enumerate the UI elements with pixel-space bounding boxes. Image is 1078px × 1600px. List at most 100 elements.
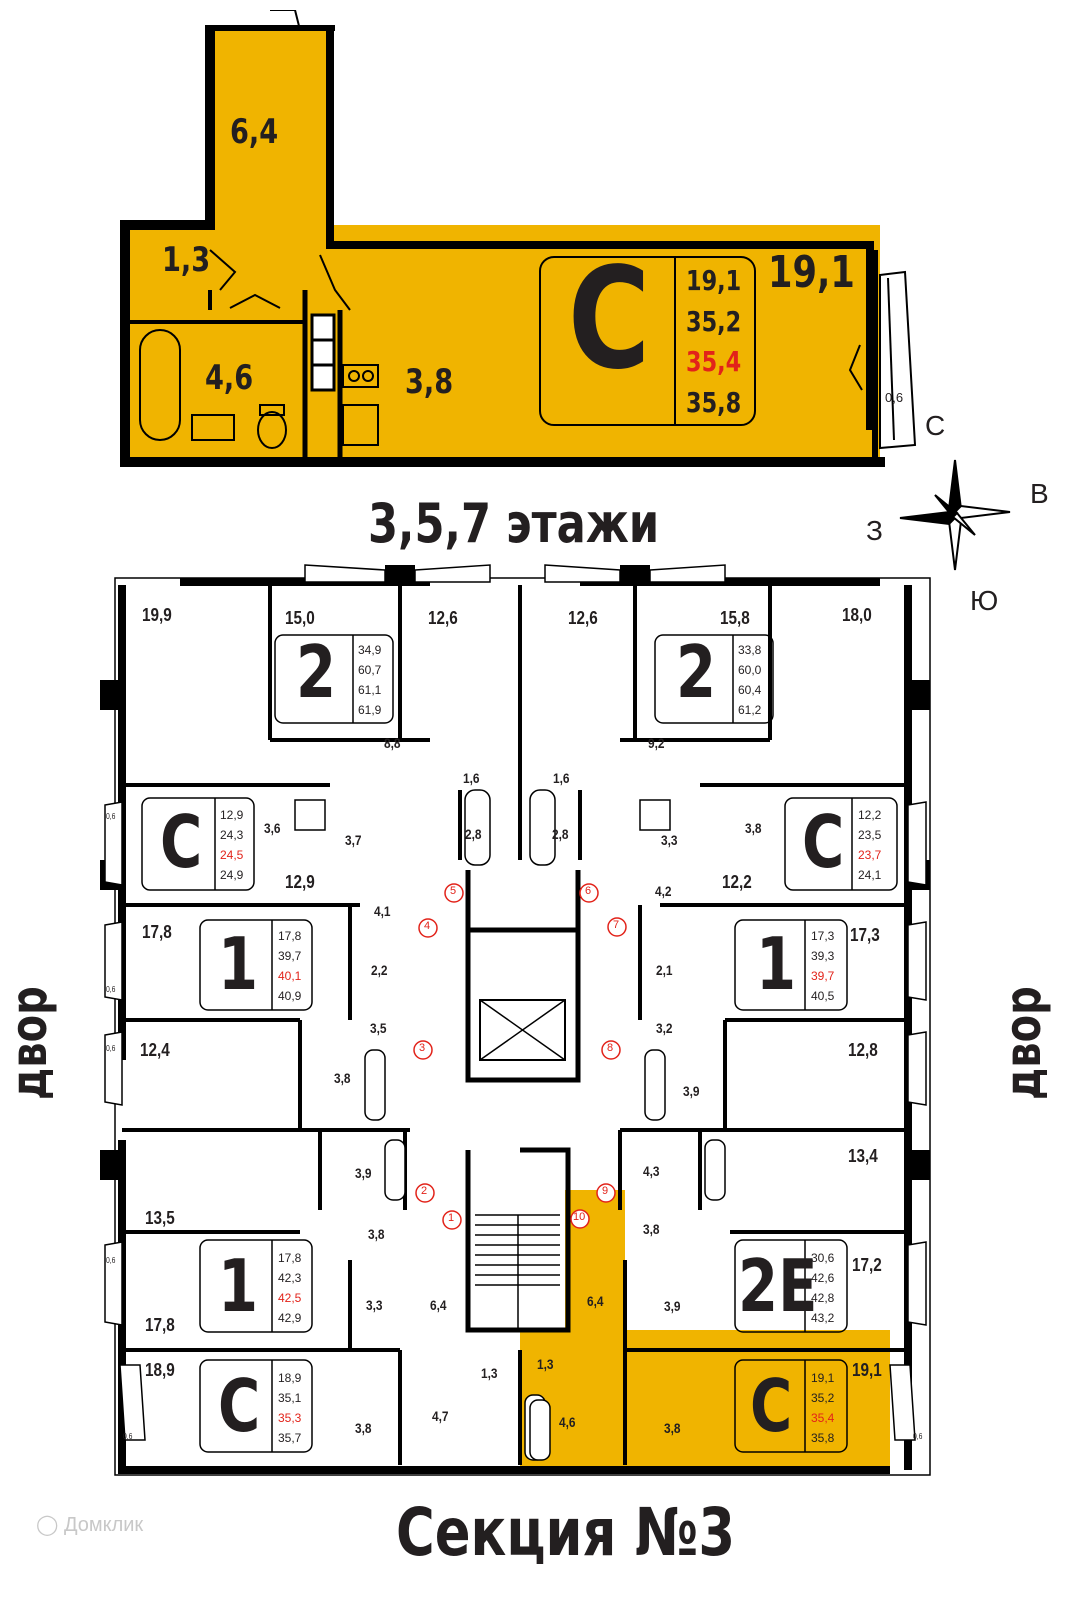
section-title: Секция №3 bbox=[396, 1494, 736, 1571]
top-room-4-6: 4,6 bbox=[205, 358, 254, 398]
door-marker-2: 2 bbox=[421, 1185, 428, 1197]
door-marker-5: 5 bbox=[450, 885, 457, 897]
staircase bbox=[475, 1214, 560, 1330]
sanitary-fixtures bbox=[294, 789, 726, 1461]
plan-balcony: 0,6 bbox=[913, 1432, 923, 1441]
unit-area: 12,9 bbox=[220, 808, 244, 822]
section-floor-plan bbox=[100, 564, 931, 1476]
unit-type: 2 bbox=[676, 630, 717, 714]
plan-room: 13,4 bbox=[848, 1146, 878, 1166]
legend-box bbox=[539, 256, 756, 426]
door-marker-6: 6 bbox=[585, 885, 592, 897]
unit-type: 1 bbox=[218, 922, 259, 1006]
highlighted-unit bbox=[520, 1190, 890, 1466]
door-marker-1: 1 bbox=[448, 1212, 455, 1224]
plan-room: 4,2 bbox=[655, 883, 672, 899]
plan-room: 6,4 bbox=[430, 1297, 447, 1313]
unit-area: 61,1 bbox=[358, 683, 382, 697]
balcony bbox=[879, 270, 917, 450]
plan-room: 13,5 bbox=[145, 1208, 175, 1228]
plan-room: 3,3 bbox=[366, 1297, 383, 1313]
unit-area: 35,7 bbox=[278, 1431, 302, 1445]
plan-room: 3,9 bbox=[664, 1298, 681, 1314]
plan-room: 3,8 bbox=[745, 820, 762, 836]
unit-type: 1 bbox=[756, 922, 797, 1006]
plan-balcony: 0,6 bbox=[106, 1044, 116, 1053]
plan-room: 12,4 bbox=[140, 1040, 170, 1060]
plan-room: 3,8 bbox=[334, 1070, 351, 1086]
unit-area: 35,4 bbox=[811, 1411, 835, 1425]
unit-type: С bbox=[802, 800, 845, 884]
unit-area: 61,2 bbox=[738, 703, 762, 717]
plan-room: 4,3 bbox=[643, 1163, 660, 1179]
door-marker-8: 8 bbox=[607, 1042, 614, 1054]
plan-room: 12,6 bbox=[568, 608, 598, 628]
unit-legend-boxes bbox=[141, 634, 898, 1453]
unit-type: 2 bbox=[296, 630, 337, 714]
top-unit-type: С bbox=[568, 238, 651, 401]
door-marker-7: 7 bbox=[613, 919, 620, 931]
building-core bbox=[465, 870, 581, 1333]
top-room-19-1: 19,1 bbox=[768, 247, 855, 298]
bath-fixtures bbox=[139, 329, 379, 449]
plan-room: 3,7 bbox=[345, 832, 362, 848]
plan-room: 2,2 bbox=[371, 962, 388, 978]
unit-area: 12,2 bbox=[858, 808, 882, 822]
door-markers bbox=[413, 883, 627, 1230]
unit-areas: 17,8 42,3 42,5 42,9 bbox=[278, 1248, 301, 1328]
plan-room: 1,6 bbox=[553, 770, 570, 786]
unit-area: 24,5 bbox=[220, 848, 244, 862]
top-unit-plan bbox=[120, 10, 917, 467]
unit-area: 39,3 bbox=[811, 949, 835, 963]
top-area-full: 35,8 bbox=[686, 386, 742, 419]
plan-room: 12,6 bbox=[428, 608, 458, 628]
unit-area: 18,9 bbox=[278, 1371, 302, 1385]
plan-room: 3,2 bbox=[656, 1020, 673, 1036]
plan-room: 17,8 bbox=[142, 922, 172, 942]
unit-area: 24,1 bbox=[858, 868, 882, 882]
plan-room: 8,8 bbox=[384, 735, 401, 751]
plan-room: 2,1 bbox=[656, 962, 673, 978]
plan-room: 3,8 bbox=[355, 1420, 372, 1436]
plan-balcony: 0,6 bbox=[123, 1432, 133, 1441]
unit-type: С bbox=[750, 1364, 793, 1448]
compass-south: Ю bbox=[970, 585, 999, 616]
unit-area: 42,3 bbox=[278, 1271, 302, 1285]
plan-room: 3,3 bbox=[661, 832, 678, 848]
top-area-total: 35,2 bbox=[686, 305, 742, 338]
unit-area: 42,5 bbox=[278, 1291, 302, 1305]
unit-area: 40,1 bbox=[278, 969, 302, 983]
top-area-living: 19,1 bbox=[686, 264, 742, 297]
top-room-1-3: 1,3 bbox=[162, 240, 211, 280]
unit-area: 39,7 bbox=[811, 969, 835, 983]
unit-area: 30,6 bbox=[811, 1251, 835, 1265]
unit-area: 60,0 bbox=[738, 663, 762, 677]
plan-room: 9,2 bbox=[648, 735, 665, 751]
plan-room: 3,9 bbox=[355, 1165, 372, 1181]
plan-room: 12,2 bbox=[722, 872, 752, 892]
door-marker-3: 3 bbox=[419, 1042, 426, 1054]
plan-room: 17,3 bbox=[850, 925, 880, 945]
unit-area: 24,3 bbox=[220, 828, 244, 842]
unit-area: 17,8 bbox=[278, 1251, 302, 1265]
unit-area: 40,9 bbox=[278, 989, 302, 1003]
door-marker-10: 10 bbox=[573, 1211, 586, 1223]
unit-area: 43,2 bbox=[811, 1311, 835, 1325]
top-balcony-0-6: 0,6 bbox=[885, 390, 904, 405]
plan-room: 12,8 bbox=[848, 1040, 878, 1060]
unit-area: 42,6 bbox=[811, 1271, 835, 1285]
plan-room: 1,6 bbox=[463, 770, 480, 786]
plan-room: 17,8 bbox=[145, 1315, 175, 1335]
unit-area: 35,3 bbox=[278, 1411, 302, 1425]
top-area-balcony-coef: 35,4 bbox=[686, 345, 742, 378]
plan-room: 3,8 bbox=[664, 1420, 681, 1436]
plan-room: 1,3 bbox=[537, 1356, 554, 1372]
unit-area: 42,9 bbox=[278, 1311, 302, 1325]
right-side-label: двор bbox=[994, 986, 1052, 1100]
